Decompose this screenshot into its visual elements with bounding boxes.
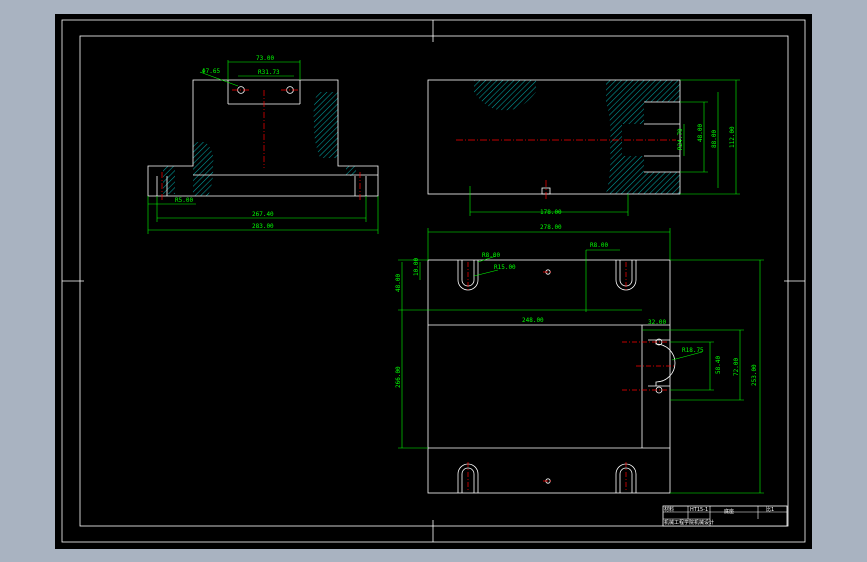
top-view: 278.00 R8.00 R8.00 R15.00 10.00 48.00 24… [395,224,764,494]
dim-left-total: 266.00 [395,366,402,388]
front-dim-lines [147,60,379,234]
side-centerlines [456,139,676,200]
dim-left-height: 48.00 [395,274,402,292]
dim-inner-width: 248.00 [522,317,544,324]
title-cell-name: 底座 [724,508,734,515]
dim-side-h4: 112.00 [729,126,736,148]
top-outline [427,259,676,494]
drawing-sheet [55,14,812,549]
dim-right-total: 253.00 [751,364,758,386]
dim-left-small: 10.00 [413,258,420,276]
side-outline [427,79,681,195]
dim-side-h1: R24.70 [677,128,684,150]
title-school: 机械工程学院机械设计 [664,519,714,526]
dim-side-h3: 88.00 [711,130,718,148]
dim-edge-offset: R15.00 [494,264,516,271]
title-cell-scale: 比1 [766,506,774,513]
top-centerlines [467,262,676,492]
dim-right-h2: 72.00 [733,358,740,376]
side-view: 178.00 R24.70 48.00 88.00 112.00 [427,79,740,216]
side-hatch [474,80,680,194]
dim-inner-length: 267.40 [252,211,274,218]
title-block: 材料 HT15-1 底座 比1 机械工程学院机械设计 [662,505,788,527]
title-cell-code: HT15-1 [690,507,708,513]
dim-side-bottom: 178.00 [540,209,562,216]
dim-overall-length: 283.00 [252,223,274,230]
title-cell-material: 材料 [664,506,674,513]
dim-inner-radius: R18.75 [682,347,704,354]
dim-small-left: R5.00 [175,197,193,204]
dim-right-offset: 32.00 [648,319,666,326]
dim-slot-radius: R8.00 [482,252,500,259]
dim-side-h2: 48.00 [697,124,704,142]
dim-top-right: R8.00 [590,242,608,249]
dim-slot-width: R31.73 [258,69,280,76]
front-view: 73.00 Φ7.65 R31.73 R5.00 267.40 283.00 [147,55,379,234]
front-centerlines [161,89,361,200]
top-dim-lines [398,228,764,494]
dim-right-h1: 58.40 [715,356,722,374]
dim-hole-dia: Φ7.65 [202,68,220,75]
front-hatch [163,92,356,196]
centering-marks [62,20,805,542]
dim-top-width: 73.00 [256,55,274,62]
side-dim-lines [469,79,740,216]
dim-top-overall-width: 278.00 [540,224,562,231]
